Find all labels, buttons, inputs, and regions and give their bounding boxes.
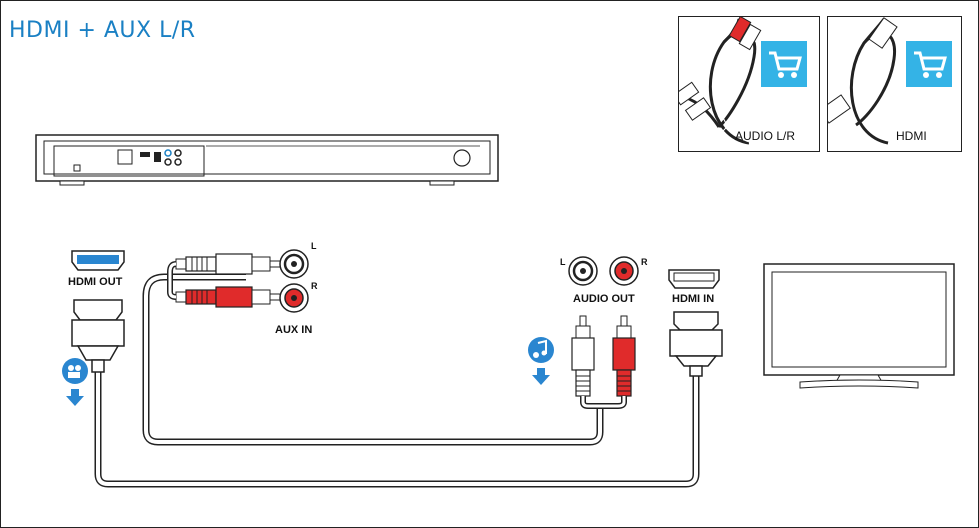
hdmi-plug xyxy=(71,299,125,373)
rca-plug-red xyxy=(175,286,281,308)
audio-right-label: R xyxy=(641,257,648,267)
player-unit xyxy=(35,134,499,186)
hdmi-out-label: HDMI OUT xyxy=(68,276,123,288)
arrow-down-icon xyxy=(66,389,84,406)
page-title: HDMI + AUX L/R xyxy=(9,18,196,43)
accessory-label: HDMI xyxy=(896,129,927,143)
accessory-audio-cable: AUDIO L/R xyxy=(678,16,820,152)
hdmi-cable-image xyxy=(828,17,898,145)
audio-out-right-jack xyxy=(609,256,639,286)
cart-icon[interactable] xyxy=(906,41,952,87)
audio-out-label: AUDIO OUT xyxy=(573,293,635,305)
aux-in-left-jack xyxy=(279,249,309,279)
tv-set xyxy=(763,263,955,389)
music-note-icon xyxy=(528,337,554,363)
accessory-hdmi-cable: HDMI xyxy=(827,16,962,152)
rca-plug-red-vertical xyxy=(612,315,636,397)
rca-cable-image xyxy=(679,17,762,145)
hdmi-plug-tv xyxy=(669,311,723,377)
cart-icon[interactable] xyxy=(761,41,807,87)
hdmi-in-label: HDMI IN xyxy=(672,293,715,305)
audio-out-left-jack xyxy=(568,256,598,286)
aux-left-label: L xyxy=(311,241,317,251)
rca-plug-white xyxy=(175,253,281,275)
accessory-label: AUDIO L/R xyxy=(735,129,796,143)
arrow-down-icon xyxy=(532,368,550,385)
video-camera-icon xyxy=(62,358,88,384)
audio-left-label: L xyxy=(560,257,566,267)
rca-plug-white-vertical xyxy=(571,315,595,397)
hdmi-in-port xyxy=(668,269,720,289)
aux-in-right-jack xyxy=(279,283,309,313)
hdmi-out-port xyxy=(71,250,125,271)
aux-right-label: R xyxy=(311,281,318,291)
aux-in-label: AUX IN xyxy=(275,324,313,336)
